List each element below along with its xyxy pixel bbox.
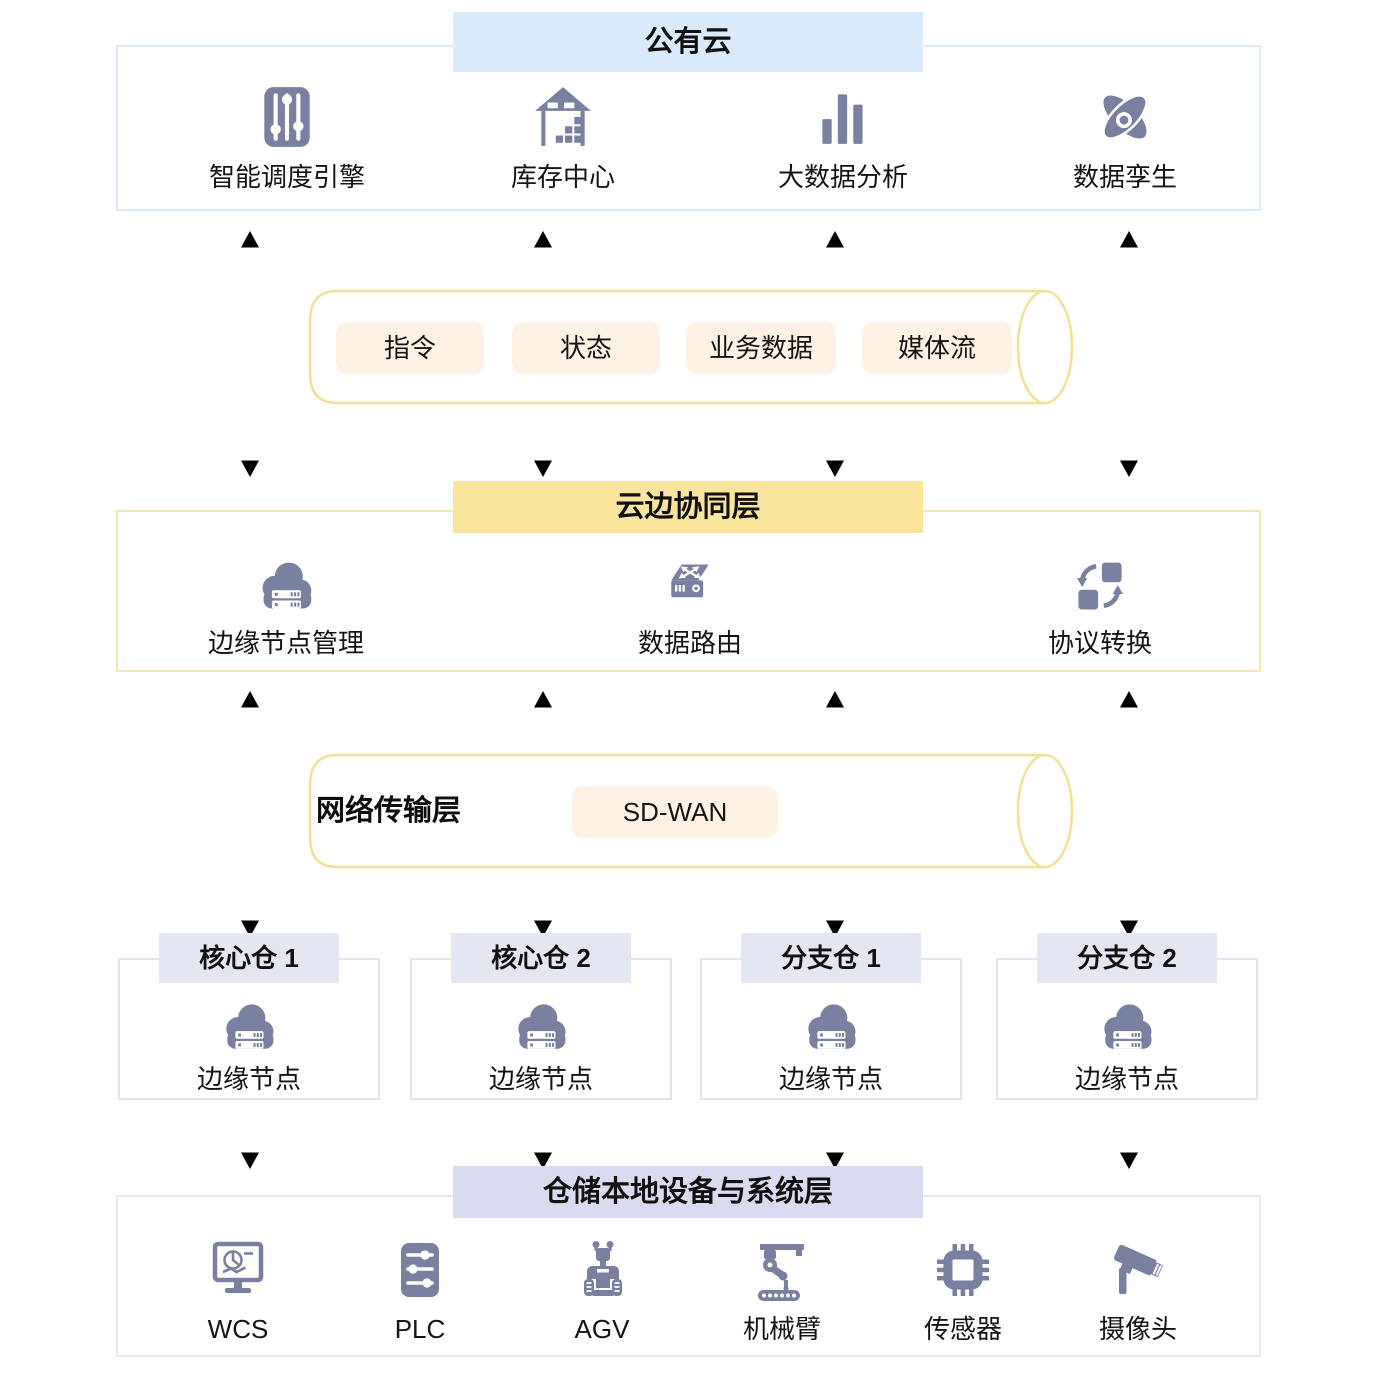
pipe-chip-media-stream: 媒体流	[862, 322, 1012, 374]
warehouse-title: 分支仓 2	[1077, 943, 1177, 973]
node-edge-core-1: 边缘节点	[197, 998, 301, 1094]
flow-arrow-down	[1116, 1112, 1142, 1170]
node-edge-branch-2: 边缘节点	[1075, 998, 1179, 1094]
node-label: AGV	[574, 1314, 630, 1344]
flow-arrow-down	[237, 420, 263, 478]
node-edge-branch-1: 边缘节点	[779, 998, 883, 1094]
local-layer-header: 仓储本地设备与系统层	[453, 1166, 923, 1218]
public-cloud-header: 公有云	[453, 12, 923, 72]
warehouse-header-core-1: 核心仓 1	[159, 933, 339, 983]
flow-arrow-down	[237, 1112, 263, 1170]
edge-cloud-server-icon	[1098, 998, 1156, 1056]
node-protocol-conversion: 协议转换	[1048, 556, 1152, 658]
pipe-chip-commands: 指令	[336, 322, 484, 374]
public-cloud-title: 公有云	[644, 26, 732, 58]
node-label: 边缘节点	[778, 1064, 884, 1094]
node-sensor: 传感器	[924, 1238, 1002, 1344]
node-label: 摄像头	[1098, 1314, 1178, 1344]
bar-chart-icon	[810, 84, 876, 150]
node-edge-core-2: 边缘节点	[489, 998, 593, 1094]
node-label: 大数据分析	[777, 162, 909, 192]
data-router-icon	[660, 556, 720, 616]
flow-arrow-down	[822, 1112, 848, 1170]
flow-arrow-up	[822, 230, 848, 288]
flow-arrow-down	[530, 880, 556, 938]
sdwan-badge: SD-WAN	[572, 786, 778, 838]
flow-arrow-down	[1116, 420, 1142, 478]
edge-cloud-server-icon	[512, 998, 570, 1056]
robotic-arm-icon	[750, 1238, 814, 1302]
warehouse-title: 核心仓 1	[199, 943, 299, 973]
node-label: 机械臂	[742, 1314, 822, 1344]
node-wcs: WCS	[206, 1238, 270, 1344]
node-inventory-center: 库存中心	[511, 84, 615, 192]
node-label: WCS	[207, 1314, 269, 1344]
warehouse-title: 分支仓 1	[781, 943, 881, 973]
flow-arrow-down	[1116, 880, 1142, 938]
node-edge-node-management: 边缘节点管理	[208, 556, 364, 658]
node-label: PLC	[394, 1314, 446, 1344]
flow-arrow-up	[530, 690, 556, 748]
network-pipe: 网络传输层 SD-WAN	[288, 752, 1096, 870]
warehouse-header-branch-1: 分支仓 1	[741, 933, 921, 983]
node-label: 边缘节点	[488, 1064, 594, 1094]
flow-arrow-up	[237, 230, 263, 288]
plc-controller-icon	[388, 1238, 452, 1302]
node-agv: AGV	[570, 1238, 634, 1344]
pipe-chip-business-data: 业务数据	[686, 322, 836, 374]
node-data-routing: 数据路由	[638, 556, 742, 658]
flow-arrow-up	[1116, 690, 1142, 748]
wcs-monitor-icon	[206, 1238, 270, 1302]
node-label: 智能调度引擎	[208, 162, 366, 192]
flow-arrow-up	[237, 690, 263, 748]
warehouse-title: 核心仓 2	[491, 943, 591, 973]
flow-arrow-down	[530, 1112, 556, 1170]
pipe-chip-status: 状态	[512, 322, 660, 374]
node-bigdata-analysis: 大数据分析	[778, 84, 908, 192]
node-label: 边缘节点管理	[207, 628, 365, 658]
flow-arrow-up	[822, 690, 848, 748]
flow-arrow-down	[237, 880, 263, 938]
warehouse-header-branch-2: 分支仓 2	[1037, 933, 1217, 983]
node-robotic-arm: 机械臂	[743, 1238, 821, 1344]
node-label: 传感器	[923, 1314, 1003, 1344]
flow-arrow-down	[822, 420, 848, 478]
node-camera: 摄像头	[1099, 1238, 1177, 1344]
flow-arrow-up	[1116, 230, 1142, 288]
node-data-twin: 数据孪生	[1073, 84, 1177, 192]
local-layer-box	[116, 1195, 1261, 1357]
node-label: 数据孪生	[1072, 162, 1178, 192]
cctv-camera-icon	[1106, 1238, 1170, 1302]
node-scheduling-engine: 智能调度引擎	[209, 84, 365, 192]
edge-cloud-server-icon	[802, 998, 860, 1056]
edge-cloud-server-icon	[220, 998, 278, 1056]
node-plc: PLC	[388, 1238, 452, 1344]
warehouse-icon	[530, 84, 596, 150]
protocol-swap-icon	[1070, 556, 1130, 616]
edge-cloud-server-icon	[256, 556, 316, 616]
flow-arrow-down	[822, 880, 848, 938]
local-layer-title: 仓储本地设备与系统层	[542, 1176, 833, 1208]
sensor-chip-icon	[931, 1238, 995, 1302]
node-label: 边缘节点	[1074, 1064, 1180, 1094]
flow-arrow-down	[530, 420, 556, 478]
node-label: 边缘节点	[196, 1064, 302, 1094]
warehouse-header-core-2: 核心仓 2	[451, 933, 631, 983]
node-label: 协议转换	[1047, 628, 1153, 658]
flow-arrow-up	[530, 230, 556, 288]
network-layer-title: 网络传输层	[316, 795, 462, 827]
agv-robot-icon	[570, 1238, 634, 1302]
data-pipe: 指令 状态 业务数据 媒体流	[288, 288, 1096, 406]
cloud-edge-header: 云边协同层	[453, 481, 923, 533]
sliders-icon	[254, 84, 320, 150]
data-twin-icon	[1092, 84, 1158, 150]
node-label: 库存中心	[510, 162, 616, 192]
cloud-edge-title: 云边协同层	[615, 491, 761, 523]
node-label: 数据路由	[637, 628, 743, 658]
